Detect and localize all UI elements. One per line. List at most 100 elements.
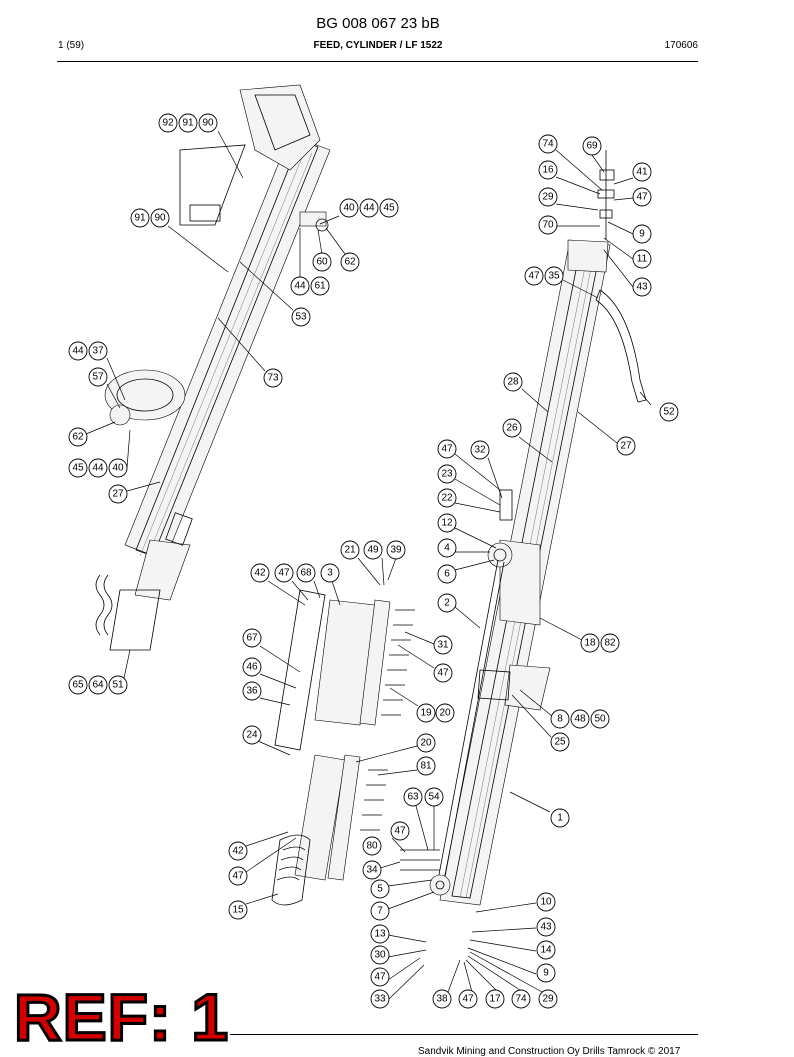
- svg-text:34: 34: [366, 865, 378, 876]
- callout-27: 27: [616, 436, 636, 456]
- svg-text:65: 65: [72, 680, 84, 691]
- svg-text:46: 46: [246, 662, 258, 673]
- svg-text:60: 60: [316, 257, 328, 268]
- callout-53: 53: [291, 307, 311, 327]
- callout-47h: 47: [370, 967, 390, 987]
- svg-text:44: 44: [294, 281, 306, 292]
- svg-text:20: 20: [420, 738, 432, 749]
- svg-text:47: 47: [528, 271, 540, 282]
- callout-13: 13: [370, 924, 390, 944]
- callout-26: 26: [502, 418, 522, 438]
- svg-text:74: 74: [515, 994, 527, 1005]
- callout-7: 7: [370, 901, 390, 921]
- svg-text:20: 20: [439, 708, 451, 719]
- callout-6: 6: [437, 564, 457, 584]
- callout-44d: 44: [88, 458, 108, 478]
- callout-29: 29: [538, 187, 558, 207]
- svg-text:67: 67: [246, 633, 258, 644]
- callout-91: 91: [178, 113, 198, 133]
- svg-text:22: 22: [441, 493, 453, 504]
- callout-67: 67: [242, 628, 262, 648]
- svg-text:9: 9: [543, 968, 549, 979]
- svg-text:1: 1: [557, 813, 563, 824]
- callout-47: 47: [632, 187, 652, 207]
- svg-text:90: 90: [154, 213, 166, 224]
- callout-39: 39: [386, 540, 406, 560]
- svg-text:80: 80: [366, 841, 378, 852]
- callout-28: 28: [503, 372, 523, 392]
- callout-21: 21: [340, 540, 360, 560]
- bolt-group-upper: [381, 609, 415, 716]
- callout-50: 50: [590, 709, 610, 729]
- footer-copyright: Sandvik Mining and Construction Oy Drill…: [418, 1046, 681, 1057]
- callout-35: 35: [544, 266, 564, 286]
- svg-text:62: 62: [344, 257, 356, 268]
- ref-stamp: REF: 1: [12, 980, 230, 1054]
- svg-text:44: 44: [92, 463, 104, 474]
- callout-43: 43: [632, 277, 652, 297]
- svg-text:28: 28: [507, 377, 519, 388]
- header-rule: [57, 61, 698, 62]
- callout-90: 90: [198, 113, 218, 133]
- slide-plates-lower: [271, 754, 440, 906]
- callout-69: 69: [582, 136, 602, 156]
- callout-34: 34: [362, 860, 382, 880]
- svg-text:23: 23: [441, 469, 453, 480]
- svg-text:11: 11: [637, 254, 648, 265]
- callout-10: 10: [536, 892, 556, 912]
- callout-44c: 44: [68, 341, 88, 361]
- callout-32: 32: [470, 440, 490, 460]
- svg-text:33: 33: [374, 994, 386, 1005]
- callout-68: 68: [296, 563, 316, 583]
- callout-60: 60: [312, 252, 332, 272]
- svg-text:12: 12: [441, 518, 453, 529]
- callout-23: 23: [437, 464, 457, 484]
- svg-text:47: 47: [462, 994, 474, 1005]
- svg-text:18: 18: [584, 638, 596, 649]
- callout-44: 44: [359, 198, 379, 218]
- callout-27b: 27: [108, 484, 128, 504]
- leader-lines: [85, 130, 652, 1001]
- svg-text:69: 69: [586, 141, 598, 152]
- callout-3: 3: [320, 563, 340, 583]
- item-callouts: 92 91 90 74 69 16 41 29 47 40 44 45 91 9…: [68, 113, 679, 1009]
- svg-text:29: 29: [542, 994, 554, 1005]
- callout-74: 74: [538, 134, 558, 154]
- callout-42b: 42: [228, 841, 248, 861]
- svg-text:92: 92: [162, 118, 174, 129]
- bolt-group-lower: [360, 769, 440, 871]
- callout-40b: 40: [108, 458, 128, 478]
- callout-14: 14: [536, 940, 556, 960]
- svg-text:32: 32: [474, 445, 486, 456]
- svg-text:10: 10: [540, 897, 552, 908]
- callout-11: 11: [632, 249, 652, 269]
- callout-48: 48: [570, 709, 590, 729]
- svg-text:57: 57: [92, 372, 104, 383]
- svg-text:82: 82: [604, 638, 616, 649]
- date-code: 170606: [664, 40, 698, 51]
- feed-beam-right: [439, 150, 647, 906]
- feed-cylinder: [429, 489, 513, 896]
- callout-64: 64: [88, 675, 108, 695]
- callout-61: 61: [310, 276, 330, 296]
- svg-text:43: 43: [540, 922, 552, 933]
- svg-text:35: 35: [548, 271, 560, 282]
- svg-text:39: 39: [390, 545, 402, 556]
- callout-29b: 29: [538, 989, 558, 1009]
- callout-43b: 43: [536, 917, 556, 937]
- callout-70: 70: [538, 215, 558, 235]
- svg-text:47: 47: [394, 826, 406, 837]
- svg-text:48: 48: [574, 714, 586, 725]
- svg-text:38: 38: [436, 994, 448, 1005]
- svg-text:15: 15: [232, 905, 244, 916]
- svg-text:64: 64: [92, 680, 104, 691]
- svg-text:47: 47: [441, 444, 453, 455]
- svg-text:2: 2: [444, 598, 450, 609]
- callout-45b: 45: [68, 458, 88, 478]
- svg-text:4: 4: [444, 543, 450, 554]
- callout-49: 49: [363, 540, 383, 560]
- callout-36: 36: [242, 681, 262, 701]
- svg-text:81: 81: [420, 761, 432, 772]
- svg-text:8: 8: [557, 714, 563, 725]
